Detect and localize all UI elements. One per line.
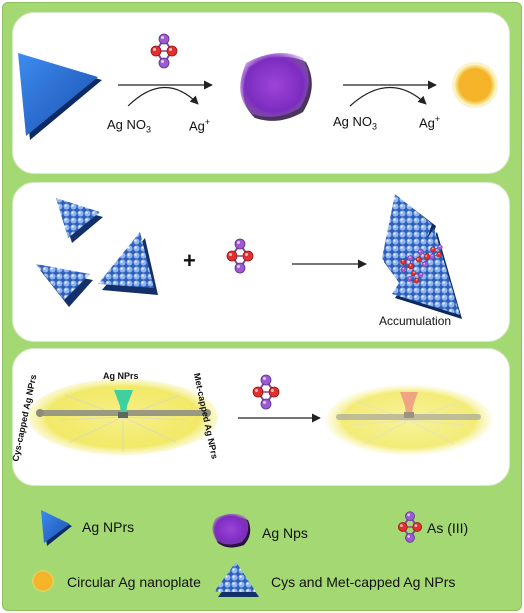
accumulation-caption: Accumulation [379, 314, 452, 328]
reagent-label-1: Ag NO3 [107, 117, 152, 135]
legend-label-capped-nanoprism: Cys and Met-capped Ag NPrs [271, 574, 456, 590]
legend-label-circular-nanoplate: Circular Ag nanoplate [67, 574, 201, 590]
aggregated-nanoprisms [382, 194, 462, 319]
curved-arrow-1 [127, 86, 199, 107]
product-label-1: Ag+ [189, 117, 211, 134]
legend-label-nanoparticle: Ag Nps [262, 525, 308, 541]
arsenic-molecule-icon [252, 374, 280, 410]
purple-nanoparticle [240, 53, 312, 121]
product-label-2: Ag+ [419, 114, 441, 131]
test-strip-before [28, 379, 218, 455]
capped-nanoprism-cluster [36, 198, 158, 307]
triangle-nanoprism [18, 53, 102, 140]
test-strip-after [326, 385, 492, 455]
plus-sign: + [183, 248, 196, 273]
arsenic-molecule-icon [150, 33, 178, 69]
reagent-label-2: Ag NO3 [333, 114, 378, 132]
circular-nanoplate [452, 62, 498, 108]
legend-icons [32, 510, 423, 597]
arsenic-molecule-icon [226, 238, 254, 274]
legend-label-nanoprism: Ag NPrs [82, 519, 135, 535]
curved-arrow-2 [349, 86, 427, 107]
legend-label-arsenic: As (III) [427, 520, 469, 536]
strip-top-label: Ag NPrs [103, 371, 139, 381]
